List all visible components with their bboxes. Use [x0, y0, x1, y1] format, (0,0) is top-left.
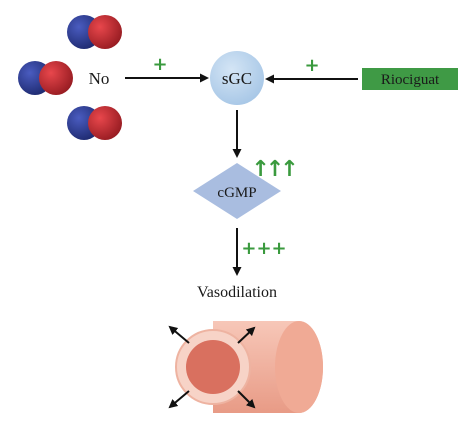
- vasodilation-label: Vasodilation: [197, 284, 277, 301]
- no-molecule-bottom: [67, 106, 122, 140]
- blood-vessel-illustration: [175, 321, 323, 413]
- plus-sign-no: +: [152, 54, 167, 75]
- dilation-arrow-bottom-left: [168, 390, 190, 409]
- cgmp-label: cGMP: [217, 185, 256, 201]
- no-molecule-middle: [18, 61, 73, 95]
- dilation-arrow-top-right: [237, 326, 256, 344]
- no-label: No: [89, 69, 110, 88]
- plus-sign-riociguat: +: [304, 55, 319, 76]
- sgc-node: [210, 51, 264, 105]
- dilation-arrow-top-left: [168, 325, 190, 344]
- vessel-lumen: [186, 340, 240, 394]
- riociguat-box: [362, 68, 458, 90]
- dilation-arrow-bottom-right: [237, 390, 256, 409]
- vessel-far-end: [275, 321, 323, 413]
- no-molecule-top: [67, 15, 122, 49]
- cgmp-node: [193, 163, 281, 219]
- sgc-label: sGC: [222, 69, 252, 88]
- riociguat-label: Riociguat: [381, 72, 440, 88]
- plus-signs-vasodilation: +++: [241, 238, 286, 259]
- cgmp-increase-arrows: ↑↑↑: [251, 157, 295, 182]
